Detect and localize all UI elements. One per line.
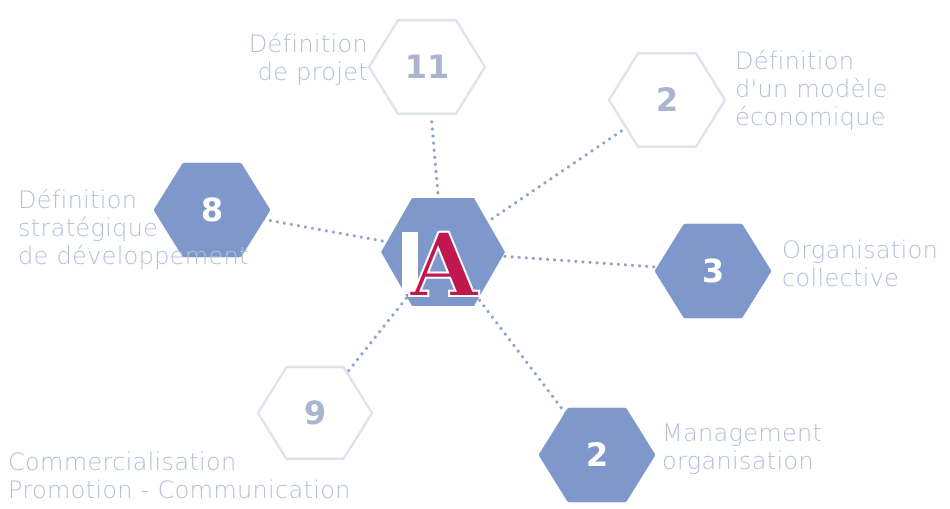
label-line: Organisation	[782, 236, 939, 264]
label-line: organisation	[662, 447, 814, 475]
center-logo-node: A ...	[381, 198, 505, 318]
hex-node-definition-strategique: 8	[154, 162, 270, 258]
label-line: Management	[662, 419, 823, 447]
hexagon-nodes: 11 2 3 2 9 8	[154, 19, 771, 503]
label-management-organisation: Management organisation	[662, 419, 822, 475]
label-definition-strategique: Définition stratégique de développement	[18, 186, 249, 270]
hex-node-definition-projet: 11	[367, 19, 487, 115]
connector-management-organisation	[476, 296, 567, 415]
label-line: Définition	[248, 30, 368, 58]
label-line: Définition	[18, 186, 138, 214]
hexagon-shape	[655, 223, 771, 319]
hex-value-definition-projet: 11	[405, 48, 450, 86]
label-commercialisation: Commercialisation Promotion - Communicat…	[8, 448, 351, 504]
label-line: économique	[735, 103, 886, 131]
hexagon-shape	[256, 365, 374, 461]
hex-node-commercialisation: 9	[256, 365, 374, 461]
connectors	[261, 120, 663, 415]
label-modele-economique: Définition d'un modèle économique	[735, 47, 888, 131]
hex-value-management-organisation: 2	[586, 436, 608, 474]
hex-value-modele-economique: 2	[656, 81, 678, 119]
logo-white-bar	[402, 232, 418, 294]
hex-value-organisation-collective: 3	[702, 252, 724, 290]
label-line: Promotion - Communication	[8, 476, 351, 504]
agency-logo-icon: A	[409, 213, 480, 317]
connector-modele-economique	[489, 129, 623, 221]
hexagon-shape	[154, 162, 270, 258]
hex-node-organisation-collective: 3	[655, 223, 771, 319]
label-line: stratégique	[18, 214, 159, 242]
hexagon-shape	[607, 52, 727, 148]
connector-definition-strategique	[261, 217, 388, 244]
connector-organisation-collective	[499, 254, 663, 269]
hex-value-definition-strategique: 8	[201, 191, 223, 229]
hex-node-modele-economique: 2	[607, 52, 727, 148]
hexagon-shape	[367, 19, 487, 115]
hexagon-shape	[539, 407, 655, 503]
label-definition-projet: Définition de projet	[236, 30, 368, 86]
hex-node-management-organisation: 2	[539, 407, 655, 503]
label-line: collective	[782, 264, 900, 292]
label-line: Commercialisation	[8, 448, 237, 476]
label-line: de développement	[18, 242, 249, 270]
hex-value-commercialisation: 9	[304, 394, 326, 432]
label-line: d'un modèle	[735, 75, 888, 103]
label-organisation-collective: Organisation collective	[782, 236, 938, 292]
connector-commercialisation	[347, 295, 409, 373]
label-line: Définition	[735, 47, 855, 75]
logo-suffix: ...	[484, 283, 495, 297]
connector-definition-projet	[430, 120, 440, 196]
label-line: de projet	[257, 58, 368, 86]
